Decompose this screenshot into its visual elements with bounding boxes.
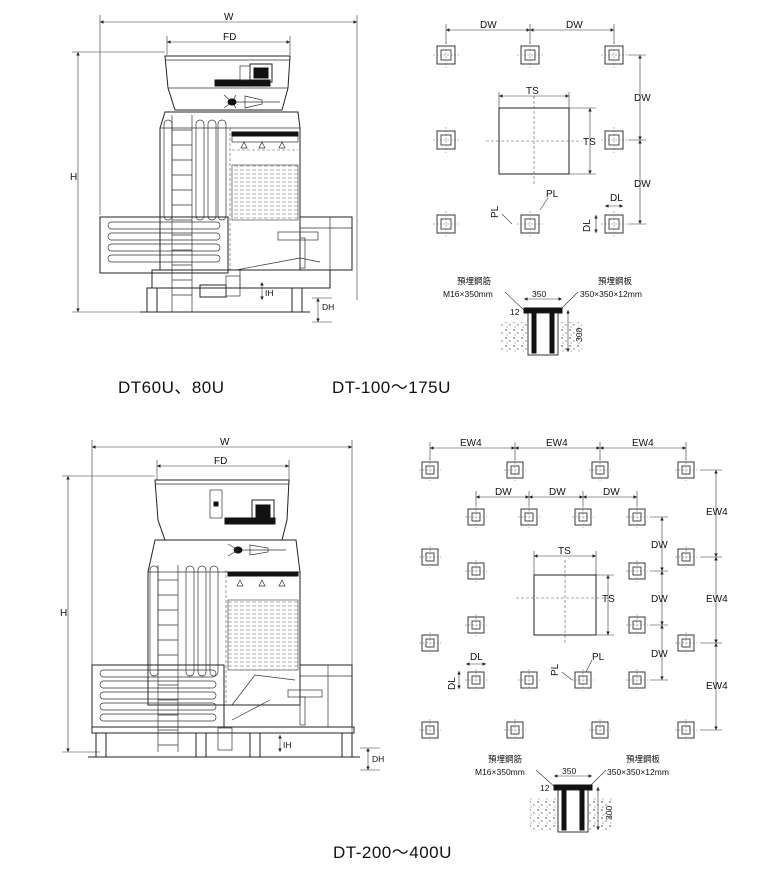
plan-top-ts-right: TS — [583, 137, 596, 148]
caption-model-b: DT-100～175U — [332, 378, 451, 397]
plan-bottom-dl-left: DL — [447, 677, 458, 690]
elev-bottom-fd-label: FD — [214, 456, 227, 467]
plan-bottom-dw-right-3: DW — [651, 649, 668, 660]
plan-top-dw-right-1: DW — [634, 93, 651, 104]
plan-bottom-pl-left: PL — [550, 663, 561, 676]
elev-top-ladder — [171, 115, 193, 312]
plan-bottom-dw-right-2: DW — [651, 594, 668, 605]
elev-top-fd-label: FD — [223, 32, 236, 43]
plan-bottom-dw-right-1: DW — [651, 540, 668, 551]
foundation-bottom: 預埋鋼筋 M16×350mm 預埋鋼板 350×350×12mm 350 12 … — [475, 754, 669, 833]
fdn-top-width: 350 — [532, 289, 546, 299]
plan-bottom-dw-1: DW — [495, 487, 512, 498]
elev-top-ih-label: IH — [265, 288, 274, 298]
plan-top-dw-right-2: DW — [634, 179, 651, 190]
fdn-bottom-thickness: 12 — [540, 783, 550, 793]
fdn-bottom-rebar-spec: M16×350mm — [475, 767, 525, 777]
fdn-top-rebar-label: 預埋鋼筋 — [457, 276, 491, 286]
foundation-top: 預埋鋼筋 M16×350mm 預埋鋼板 350×350×12mm 350 12 … — [443, 276, 642, 356]
elev-bottom-ladder — [157, 565, 179, 752]
fdn-bottom-width: 350 — [562, 766, 576, 776]
plan-bottom-ts-right: TS — [602, 594, 615, 605]
plan-bottom-ew4-right-2: EW4 — [706, 594, 728, 605]
plan-top-dl-top: DL — [610, 193, 623, 204]
fdn-bottom-plate-label: 預埋鋼板 — [626, 754, 661, 764]
plan-top-dw-1: DW — [480, 20, 497, 31]
elev-top-dh-label: DH — [322, 302, 334, 312]
plan-bottom-ew4-right-3: EW4 — [706, 681, 728, 692]
fdn-top-plate-spec: 350×350×12mm — [580, 289, 642, 299]
fdn-top-depth: 300 — [574, 328, 584, 342]
fdn-bottom-rebar-label: 預埋鋼筋 — [488, 754, 522, 764]
fdn-top-thickness: 12 — [510, 307, 520, 317]
elevation-top: W FD H — [70, 12, 358, 323]
plan-top-dw-2: DW — [566, 20, 583, 31]
elev-top-h-label: H — [70, 172, 77, 183]
elev-bottom-h-label: H — [60, 608, 67, 619]
elevation-bottom: W FD H — [60, 437, 384, 771]
plan-top: DW DW DW DW TS TS PL PL DL DL — [432, 20, 651, 238]
caption-model-a: DT60U、80U — [118, 378, 225, 397]
plan-bottom-dl-top: DL — [470, 652, 483, 663]
plan-bottom-ew4-1: EW4 — [460, 438, 482, 449]
plan-bottom-dw-2: DW — [549, 487, 566, 498]
fdn-top-rebar-spec: M16×350mm — [443, 289, 493, 299]
elev-bottom-w-label: W — [220, 437, 230, 448]
plan-top-ts-top: TS — [526, 86, 539, 97]
fdn-top-plate-label: 預埋鋼板 — [598, 276, 633, 286]
caption-model-c: DT-200～400U — [333, 843, 452, 862]
plan-bottom-ew4-right-1: EW4 — [706, 507, 728, 518]
plan-bottom-ew4-3: EW4 — [632, 438, 654, 449]
fdn-bottom-plate-spec: 350×350×12mm — [607, 767, 669, 777]
fdn-bottom-depth: 300 — [604, 806, 614, 820]
plan-bottom-dw-3: DW — [603, 487, 620, 498]
plan-bottom-ew4-2: EW4 — [546, 438, 568, 449]
plan-top-pl-left: PL — [490, 205, 501, 218]
elev-bottom-dh-label: DH — [372, 754, 384, 764]
plan-top-dl-left: DL — [582, 219, 593, 232]
elev-top-w-label: W — [224, 12, 234, 23]
plan-bottom-pl-top: PL — [592, 652, 605, 663]
plan-bottom-ts-top: TS — [558, 546, 571, 557]
elev-bottom-ih-label: IH — [283, 740, 292, 750]
plan-top-pl-top: PL — [546, 189, 559, 200]
plan-bottom: EW4 EW4 EW4 DW DW DW D — [418, 438, 728, 742]
